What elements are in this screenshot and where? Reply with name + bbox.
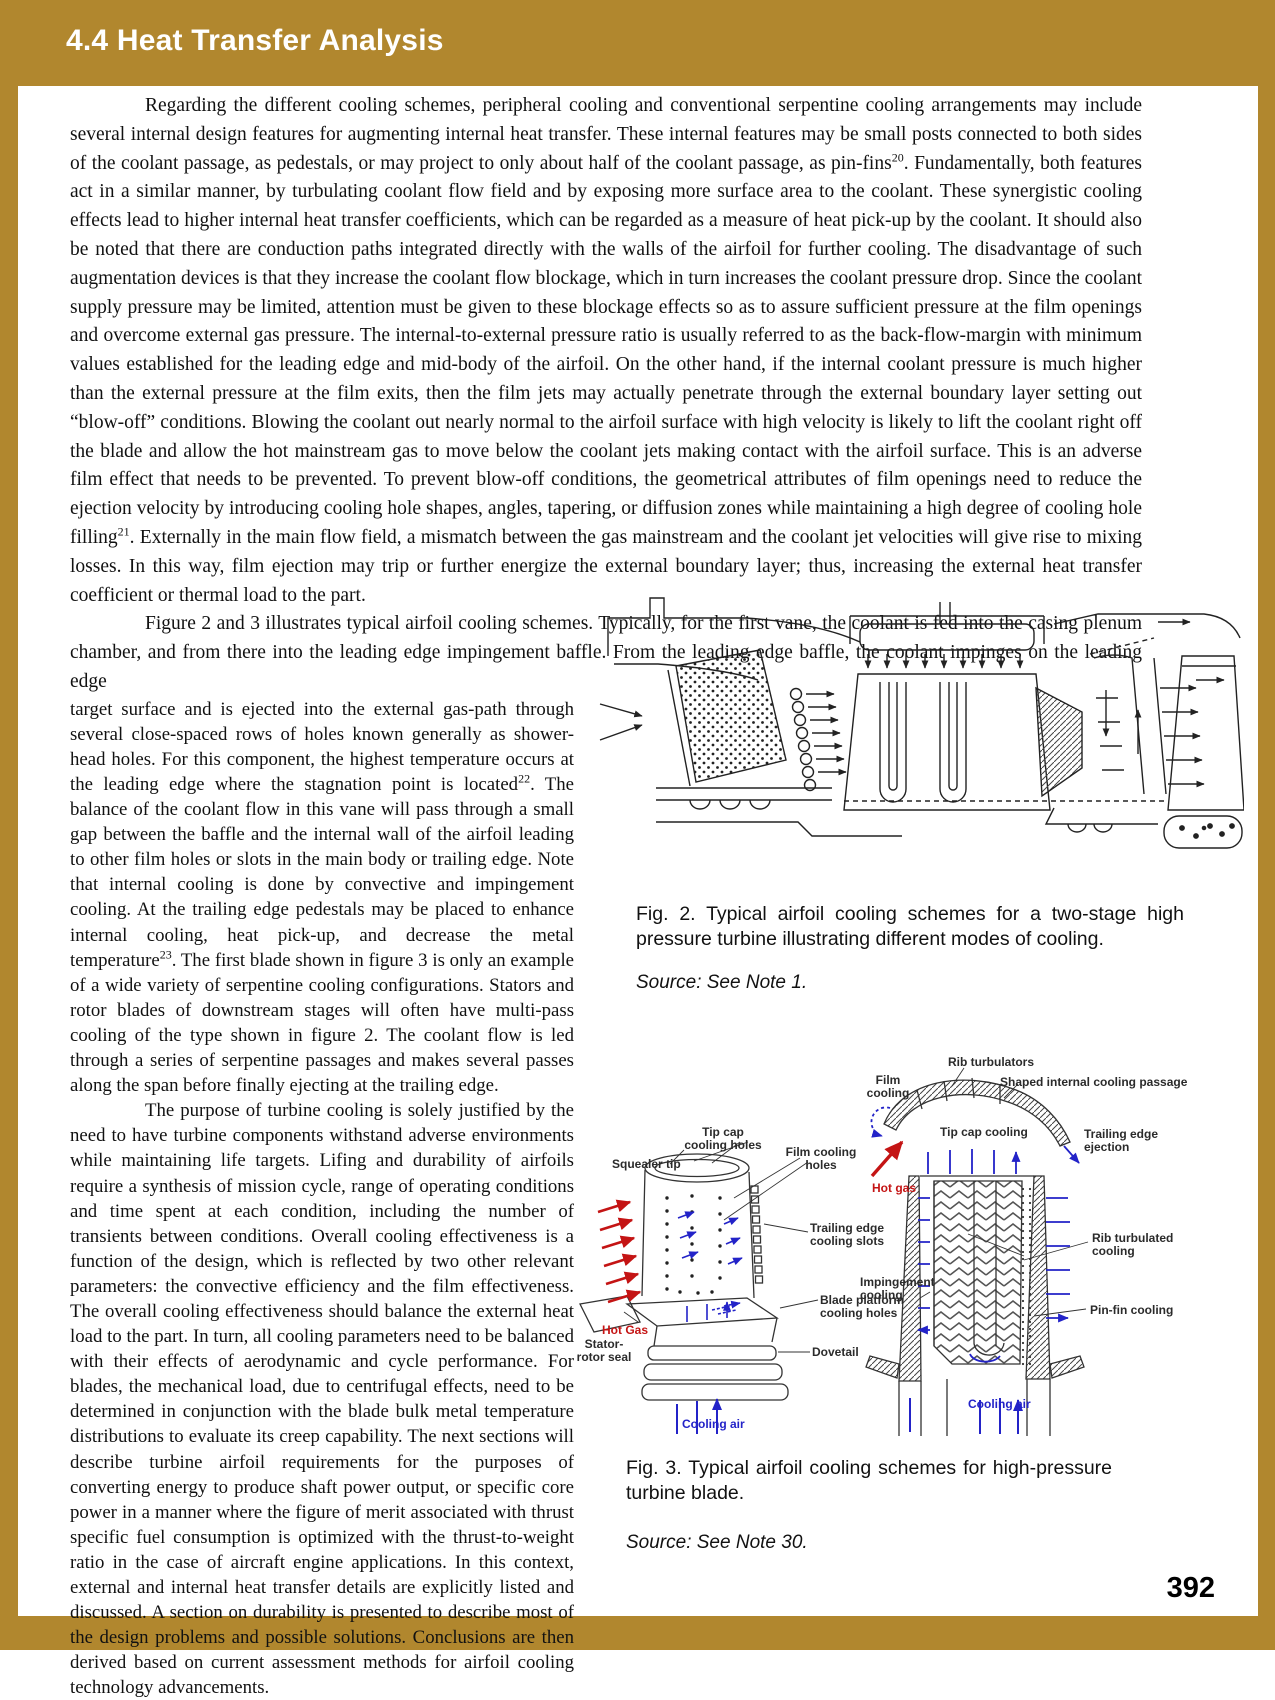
label-impingement-cooling: Impingement cooling [860,1275,935,1302]
body-content: Regarding the different cooling schemes,… [70,92,1142,1700]
label-rib-turbulators: Rib turbulators [948,1055,1034,1069]
footer-bar [0,1616,1275,1650]
footnote-ref-23: 23 [159,947,172,962]
label-pin-fin-cooling: Pin-fin cooling [1090,1303,1174,1317]
label-dovetail: Dovetail [812,1345,859,1359]
label-tip-cap-cooling-holes: Tip cap cooling holes [684,1125,762,1152]
paragraph-2-text: . The balance of the coolant flow in thi… [70,774,574,971]
label-cooling-air-right: Cooling air [968,1397,1031,1411]
figure-2-drawing [599,597,1244,849]
label-blade-platform-cooling-holes: Blade platform cooling holes [820,1293,905,1320]
label-trailing-edge-ejection: Trailing edge ejection [1084,1127,1159,1154]
full-width-text-block: Regarding the different cooling schemes,… [70,92,1142,697]
label-trailing-edge-cooling-slots: Trailing edge cooling slots [810,1221,885,1248]
paragraph-2-continued: target surface and is ejected into the e… [70,697,574,1099]
left-text-column: target surface and is ejected into the e… [70,697,574,1700]
figure-3-source: Source: See Note 30. [626,1532,808,1553]
label-tip-cap-cooling: Tip cap cooling [940,1125,1028,1139]
right-border [1258,0,1275,1650]
label-shaped-internal-cooling-passage: Shaped internal cooling passage [1000,1075,1188,1089]
footnote-ref-21: 21 [117,524,130,539]
paragraph-3: The purpose of turbine cooling is solely… [70,1100,574,1699]
label-rib-turbulated-cooling: Rib turbulated cooling [1092,1231,1174,1258]
paragraph-1-text: Regarding the different cooling schemes,… [70,95,1142,174]
label-squealer-tip: Squealer tip [612,1157,681,1171]
footnote-ref-20: 20 [891,150,904,165]
left-border [0,0,18,1650]
section-title: 4.4 Heat Transfer Analysis [66,24,444,57]
paragraph-1: Regarding the different cooling schemes,… [70,92,1142,610]
paragraph-2-text: . The first blade shown in figure 3 is o… [70,949,574,1097]
page-number: 392 [1166,1572,1215,1604]
label-hot-gas-right: Hot gas [872,1181,917,1195]
footnote-ref-22: 22 [518,771,531,786]
header-bar [0,0,1275,86]
figure-3-drawing: Tip cap cooling holes Squealer tip Film … [572,1046,1212,1441]
paragraph-1-text: . Fundamentally, both features act in a … [70,152,1143,548]
label-hot-gas-left: Hot Gas [602,1323,649,1337]
figure-2-caption: Fig. 2. Typical airfoil cooling schemes … [636,903,1184,950]
label-cooling-air-left: Cooling air [682,1417,745,1431]
label-film-cooling: Film cooling [866,1073,910,1100]
figure-3-caption: Fig. 3. Typical airfoil cooling schemes … [626,1457,1112,1504]
figure-3-canvas [579,1067,1089,1436]
label-film-cooling-holes: Film cooling holes [785,1145,857,1172]
label-stator-rotor-seal: Stator-rotor seal [576,1337,632,1364]
figure-2-source: Source: See Note 1. [636,972,808,993]
paragraph-1-text: . Externally in the main flow field, a m… [70,526,1142,606]
paragraph-2-text: target surface and is ejected into the e… [70,698,574,796]
figure-panel: Fig. 2. Typical airfoil cooling schemes … [572,548,1248,1616]
paragraph-2-intro: Figure 2 and 3 illustrates typical airfo… [70,613,1142,692]
